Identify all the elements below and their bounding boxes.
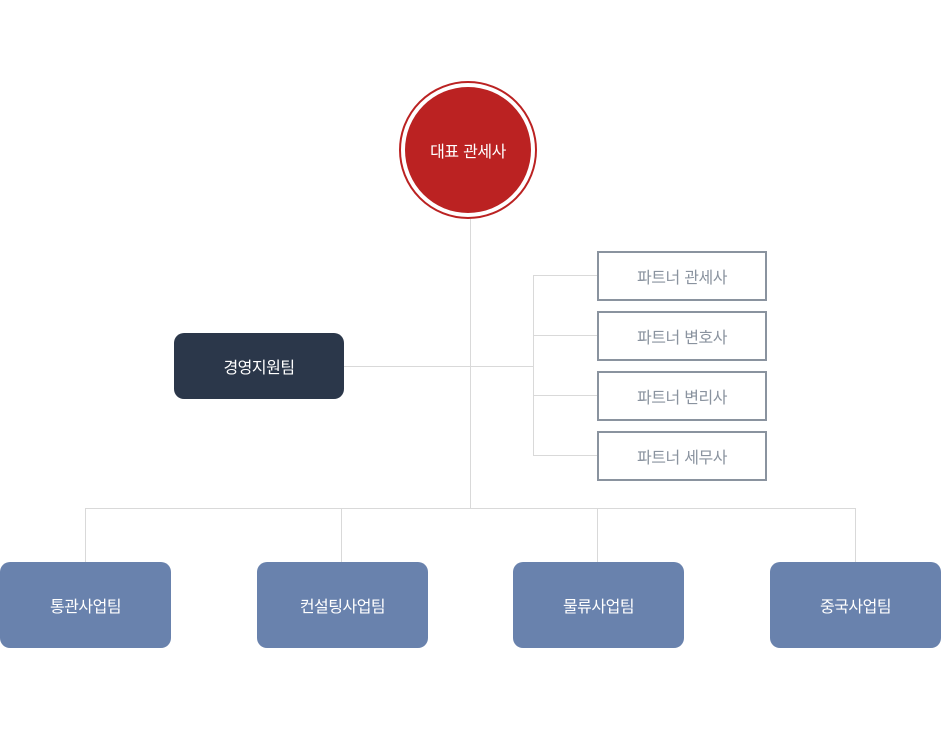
partner-label: 파트너 변호사: [637, 328, 727, 347]
partner-node-patent: 파트너 변리사: [597, 371, 767, 421]
partner-label: 파트너 변리사: [637, 388, 727, 407]
connector-partner-2: [533, 335, 597, 336]
division-node-customs: 통관사업팀: [0, 562, 171, 648]
division-label: 중국사업팀: [819, 597, 892, 616]
ceo-node: 대표 관세사: [399, 81, 537, 219]
division-node-consulting: 컨설팅사업팀: [257, 562, 428, 648]
partner-node-customs: 파트너 관세사: [597, 251, 767, 301]
division-label: 통관사업팀: [49, 597, 122, 616]
connector-partner-vertical: [533, 275, 534, 455]
division-label: 컨설팅사업팀: [299, 597, 386, 616]
connector-partner-3: [533, 395, 597, 396]
ceo-label: 대표 관세사: [430, 142, 506, 161]
partner-node-lawyer: 파트너 변호사: [597, 311, 767, 361]
connector-vertical-main: [470, 219, 471, 508]
partner-label: 파트너 관세사: [637, 268, 727, 287]
partner-node-tax: 파트너 세무사: [597, 431, 767, 481]
connector-partner-4: [533, 455, 597, 456]
division-node-logistics: 물류사업팀: [513, 562, 684, 648]
ceo-circle: 대표 관세사: [405, 87, 531, 213]
connector-support: [344, 366, 470, 367]
connector-division-2: [341, 508, 342, 562]
partner-label: 파트너 세무사: [637, 448, 727, 467]
connector-division-1: [85, 508, 86, 562]
connector-partner-stem: [470, 366, 533, 367]
division-node-china: 중국사업팀: [770, 562, 941, 648]
support-team-label: 경영지원팀: [223, 358, 295, 377]
division-label: 물류사업팀: [562, 597, 635, 616]
connector-division-3: [597, 508, 598, 562]
support-team-node: 경영지원팀: [174, 333, 344, 399]
connector-division-horizontal: [85, 508, 856, 509]
connector-division-4: [855, 508, 856, 562]
connector-partner-1: [533, 275, 597, 276]
